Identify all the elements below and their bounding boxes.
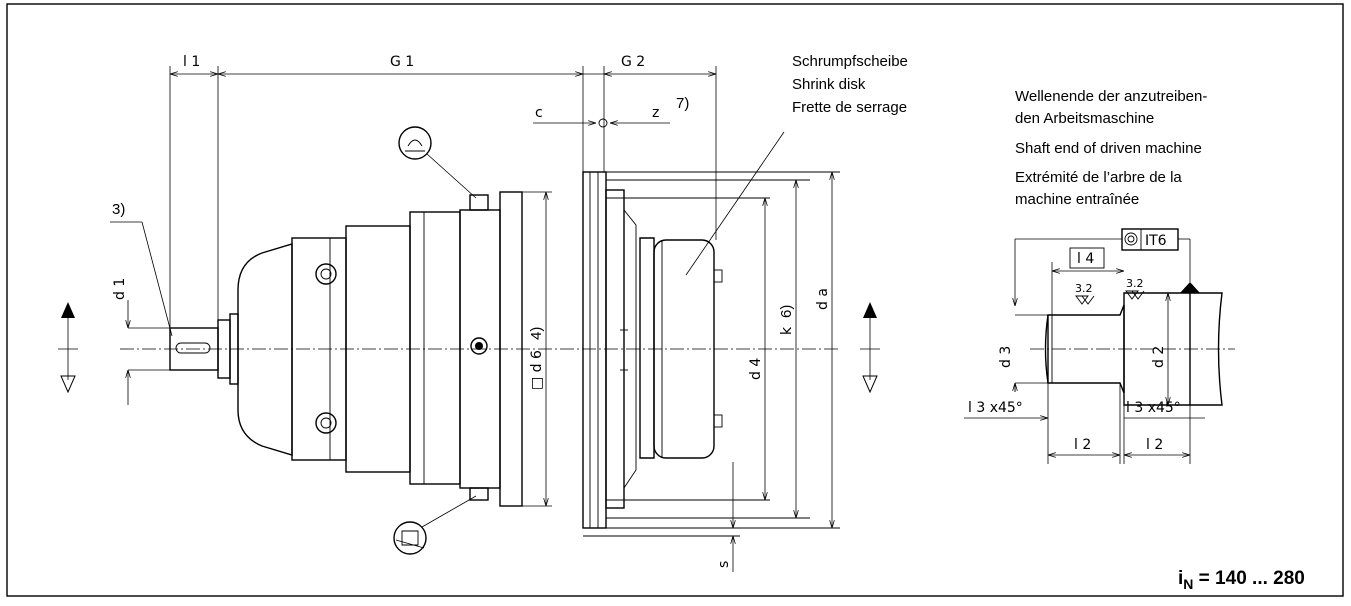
dim-da: d a — [815, 288, 831, 310]
dim-g2: G 2 — [621, 54, 645, 70]
dim-l1: l 1 — [183, 54, 200, 70]
view-arrow-left — [58, 302, 78, 394]
output-flange — [499, 191, 523, 507]
callout-6: 6) — [778, 305, 795, 318]
dim-s: s — [716, 561, 732, 568]
shaft-end-detail: IT6 l 4 3.2 3.2 d 3 d 2 l 3 x45° l 3 x45… — [964, 228, 1235, 464]
shaft-end-label: Wellenende der anzutreiben- den Arbeitsm… — [1015, 88, 1212, 208]
dim-g1: G 1 — [390, 54, 414, 70]
tolerance-it6: IT6 — [1145, 233, 1167, 249]
drain-plug — [469, 487, 489, 501]
dim-l3-left: l 3 x45° — [968, 400, 1023, 416]
shrink-disk-label: Schrumpfscheibe Shrink disk Frette de se… — [792, 53, 912, 116]
dim-k: k — [779, 326, 795, 335]
ratio-label: iN = 140 ... 280 — [1178, 568, 1305, 592]
dim-l4: l 4 — [1077, 251, 1094, 267]
view-arrow-right — [860, 302, 880, 394]
dim-d1: d 1 — [112, 278, 128, 300]
dim-l2-left: l 2 — [1074, 437, 1091, 453]
shaft-key — [175, 342, 211, 354]
oil-drain-symbol — [393, 495, 477, 555]
dim-l3-right: l 3 x45° — [1126, 400, 1181, 416]
dim-l2-right: l 2 — [1146, 437, 1163, 453]
callout-4: 4) — [528, 327, 545, 340]
housing-stage-2 — [409, 211, 461, 485]
end-cover — [237, 243, 293, 456]
shrink-disk — [653, 239, 715, 459]
housing-stage-1 — [345, 225, 411, 473]
mounting-flange — [582, 171, 607, 529]
oil-fill-symbol — [398, 126, 477, 199]
gearbox-body — [169, 171, 810, 537]
callout-3: 3) — [112, 201, 125, 218]
dim-d3: d 3 — [998, 346, 1014, 368]
callout-7: 7) — [676, 95, 689, 112]
roughness-2: 3.2 — [1126, 277, 1144, 290]
dim-c: c — [535, 105, 543, 121]
dim-d6: □ d 6 — [529, 350, 545, 390]
roughness-1: 3.2 — [1075, 282, 1093, 295]
dim-z: z — [652, 105, 659, 121]
dim-d2: d 2 — [1151, 346, 1167, 368]
drawing-frame — [6, 3, 1344, 597]
fill-plug — [469, 194, 489, 211]
dim-d4: d 4 — [748, 358, 764, 380]
